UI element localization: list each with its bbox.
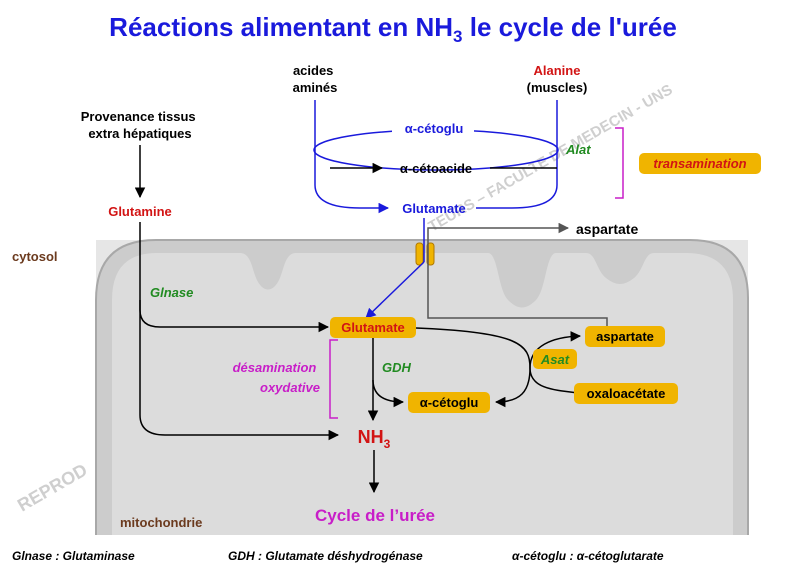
glutamate-import-arrow [365, 261, 425, 319]
glutamate-mito-label: Glutamate [341, 320, 405, 335]
oxaloacetate-label: oxaloacétate [587, 386, 666, 401]
transamination-label: transamination [653, 156, 746, 171]
alanine-label: Alanine [534, 63, 581, 78]
cytosol-label: cytosol [12, 249, 58, 264]
aspartate-cytosol-label: aspartate [576, 221, 638, 237]
transamination-right-line [476, 100, 558, 209]
glutamate-cytosol-label: Glutamate [402, 201, 466, 216]
glutamine-label: Glutamine [108, 204, 172, 219]
gdh-enzyme-label: GDH [382, 360, 412, 375]
alpha-cetoglu-mito-badge [408, 392, 490, 413]
alat-enzyme-label: Alat [565, 142, 591, 157]
acides-amines-label: acides aminés [293, 63, 338, 95]
oxaloacetate-badge [574, 383, 678, 404]
aspartate-mito-badge [585, 326, 665, 347]
transamination-badge [639, 153, 761, 174]
alpha-cetoglu-top-label: α-cétoglu [405, 121, 464, 136]
glnase-enzyme-label: Glnase [150, 285, 193, 300]
watermark-left: REPROD [14, 460, 91, 516]
cycle-uree-label: Cycle de l’urée [315, 506, 435, 525]
asat-enzyme-label: Asat [540, 352, 570, 367]
transporter-left [415, 242, 424, 266]
alanine-muscles-label: (muscles) [527, 80, 588, 95]
asat-badge [533, 349, 577, 369]
footer-glnase: Glnase : Glutaminase [12, 549, 135, 563]
nh3-label: NH3 [358, 427, 391, 451]
aspartate-mito-label: aspartate [596, 329, 654, 344]
desamination-label: désamination oxydative [233, 360, 320, 395]
footer-gdh: GDH : Glutamate déshydrogénase [228, 549, 423, 563]
page-title: Réactions alimentant en NH3 le cycle de … [109, 12, 677, 46]
desamination-bracket [329, 339, 338, 419]
glutamate-mito-badge [330, 317, 416, 338]
glutamine-to-nh3-arrow [139, 300, 340, 441]
gdh-to-cetoglu-arrow [372, 379, 405, 408]
footer-cetoglu: α-cétoglu : α-cétoglutarate [512, 549, 664, 563]
alpha-cetoglu-mito-label: α-cétoglu [420, 395, 479, 410]
aspartate-export-path [427, 222, 608, 326]
alpha-cetoacide-label: α-cétoacide [400, 161, 472, 176]
transamination-left-curve [314, 100, 390, 214]
mitochondrie-label: mitochondrie [120, 515, 202, 530]
oxaloacetate-to-aspartate-curve [529, 331, 582, 394]
transamination-bracket [615, 127, 624, 199]
provenance-label: Provenance tissus extra hépatiques [81, 109, 200, 141]
